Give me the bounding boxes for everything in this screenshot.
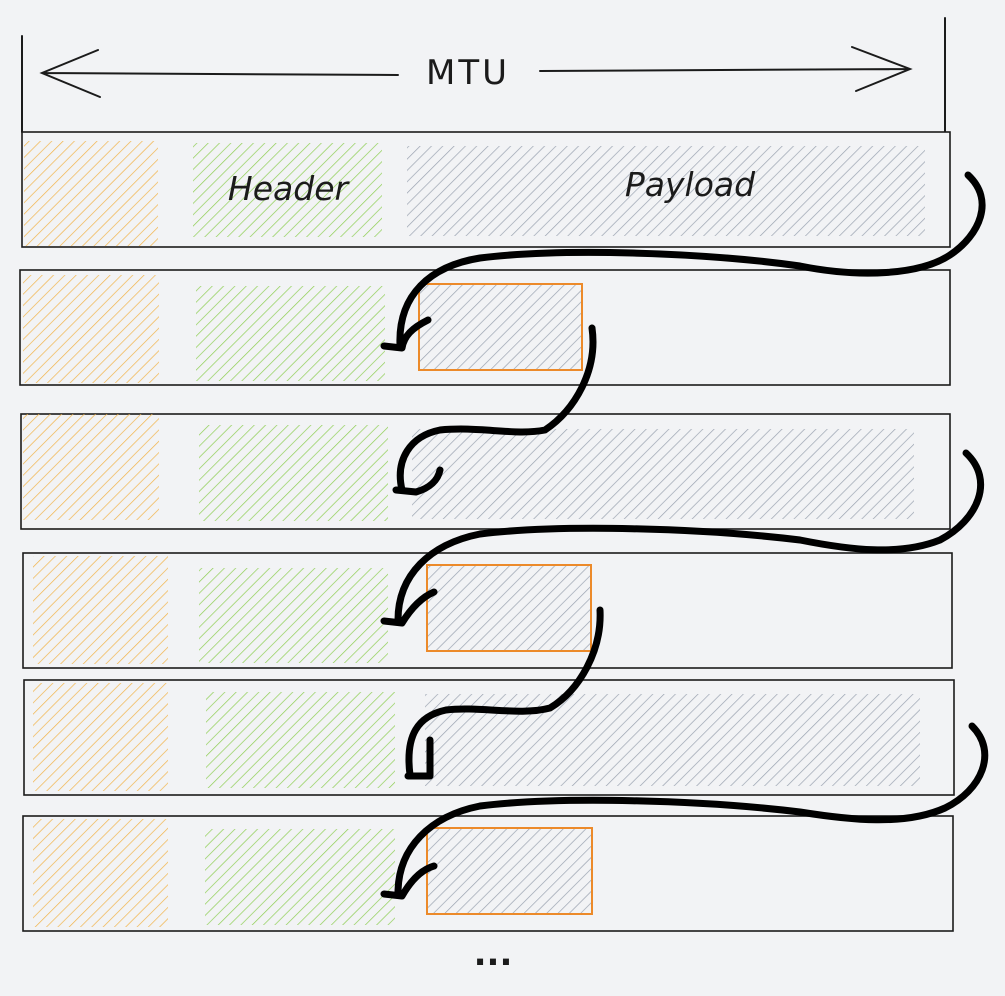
payload-label: Payload (625, 165, 756, 204)
overflow-arrows (380, 171, 989, 900)
frame-2-header-field (196, 286, 385, 381)
mtu-left-arrow (39, 49, 399, 98)
overflow-arrow-4 (404, 606, 604, 780)
mtu-label: MTU (426, 53, 510, 93)
frame-5-header-field (206, 692, 395, 788)
frame-6-prefix-field (33, 819, 168, 927)
frame-3 (20, 413, 951, 530)
mtu-dimension-marker: MTU (21, 17, 946, 133)
frame-5 (23, 679, 955, 796)
overflow-arrow-1 (380, 171, 986, 352)
frame-4-header-field (199, 568, 388, 663)
frame-1: Header Payload (21, 131, 951, 248)
frame-4-prefix-field (33, 556, 168, 664)
frame-4 (22, 552, 953, 669)
continuation-ellipsis: ... (474, 934, 513, 974)
overflow-arrow-3 (380, 449, 985, 627)
frame-1-payload-field (407, 146, 925, 236)
frame-1-prefix-field (24, 141, 158, 246)
frame-3-payload-field (412, 429, 914, 519)
frame-3-prefix-field (23, 414, 159, 520)
mtu-right-arrow (539, 46, 913, 92)
frame-2-prefix-field (23, 275, 159, 383)
frame-6-header-field (205, 829, 395, 925)
overflow-arrow-5 (380, 722, 989, 900)
frame-2-payload-remainder (419, 284, 582, 370)
frame-6-payload-remainder (427, 828, 592, 914)
frame-5-prefix-field (33, 683, 168, 791)
frame-1-header-field (193, 143, 382, 237)
frame-4-payload-outline (426, 564, 592, 652)
frame-6 (22, 815, 954, 932)
overflow-arrow-2 (392, 324, 597, 496)
frame-2 (19, 269, 951, 386)
frame-3-header-field (199, 425, 388, 521)
frame-4-payload-remainder (427, 565, 591, 651)
header-label: Header (228, 169, 351, 208)
